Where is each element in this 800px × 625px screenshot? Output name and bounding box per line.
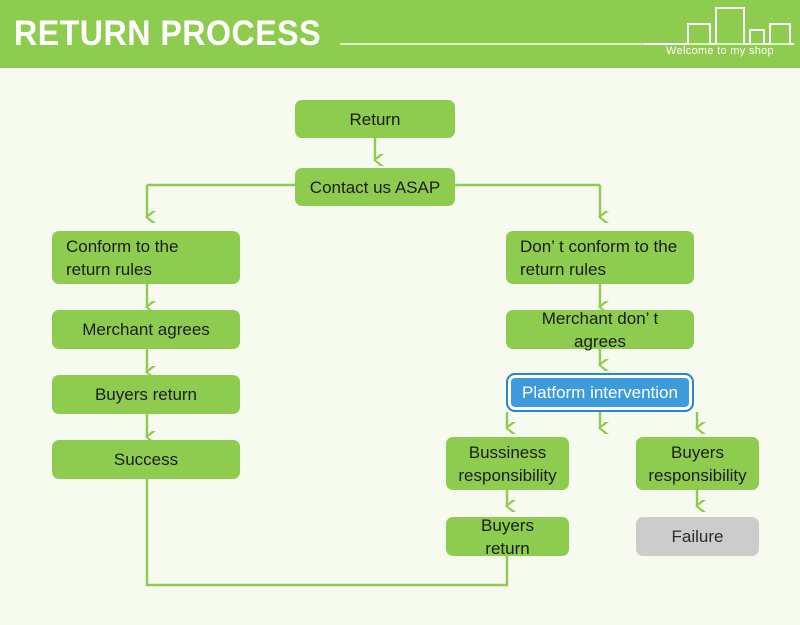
node-merchant-dont-agree[interactable]: Merchant don’ t agrees — [506, 309, 694, 351]
node-label: Buyers return — [481, 515, 534, 558]
node-label: Success — [113, 450, 179, 469]
node-success[interactable]: Success — [52, 440, 240, 479]
node-buyers-return-right[interactable]: Buyers return — [446, 516, 569, 558]
node-platform-intervention[interactable]: Platform intervention — [506, 373, 694, 412]
node-label: Return — [349, 109, 401, 129]
node-return[interactable]: Return — [295, 100, 455, 138]
page-title: RETURN PROCESS — [14, 14, 322, 53]
node-buyers-return-left[interactable]: Buyers return — [52, 375, 240, 414]
city-skyline-icon — [644, 7, 794, 45]
node-label: Conform to the return rules — [66, 236, 179, 279]
node-failure[interactable]: Failure — [636, 517, 759, 556]
node-label: Don’ t conform to the return rules — [520, 236, 678, 279]
node-conform-to-rules[interactable]: Conform to the return rules — [52, 231, 240, 284]
node-label: Merchant agrees — [82, 320, 210, 339]
node-buyers-responsibility[interactable]: Buyers responsibility — [636, 437, 759, 490]
node-business-responsibility[interactable]: Bussiness responsibility — [446, 437, 569, 490]
node-label: Merchant don’ t agrees — [541, 308, 659, 351]
node-label: Contact us ASAP — [309, 177, 441, 197]
node-merchant-agrees[interactable]: Merchant agrees — [52, 310, 240, 349]
node-label: Failure — [671, 527, 724, 546]
flowchart-connectors — [138, 138, 706, 587]
node-contact-us-asap[interactable]: Contact us ASAP — [295, 168, 455, 206]
header-divider — [340, 43, 790, 45]
page-header: RETURN PROCESS Welcome to my shop — [0, 0, 800, 68]
node-label: Bussiness responsibility — [458, 442, 557, 485]
header-tagline: Welcome to my shop — [666, 45, 774, 57]
node-label: Buyers responsibility — [648, 442, 747, 485]
node-label: Buyers return — [94, 385, 198, 404]
flowchart-canvas: Return Contact us ASAP Conform to the re… — [0, 68, 800, 625]
node-label: Platform intervention — [522, 383, 678, 402]
node-not-conform-to-rules[interactable]: Don’ t conform to the return rules — [506, 231, 694, 284]
